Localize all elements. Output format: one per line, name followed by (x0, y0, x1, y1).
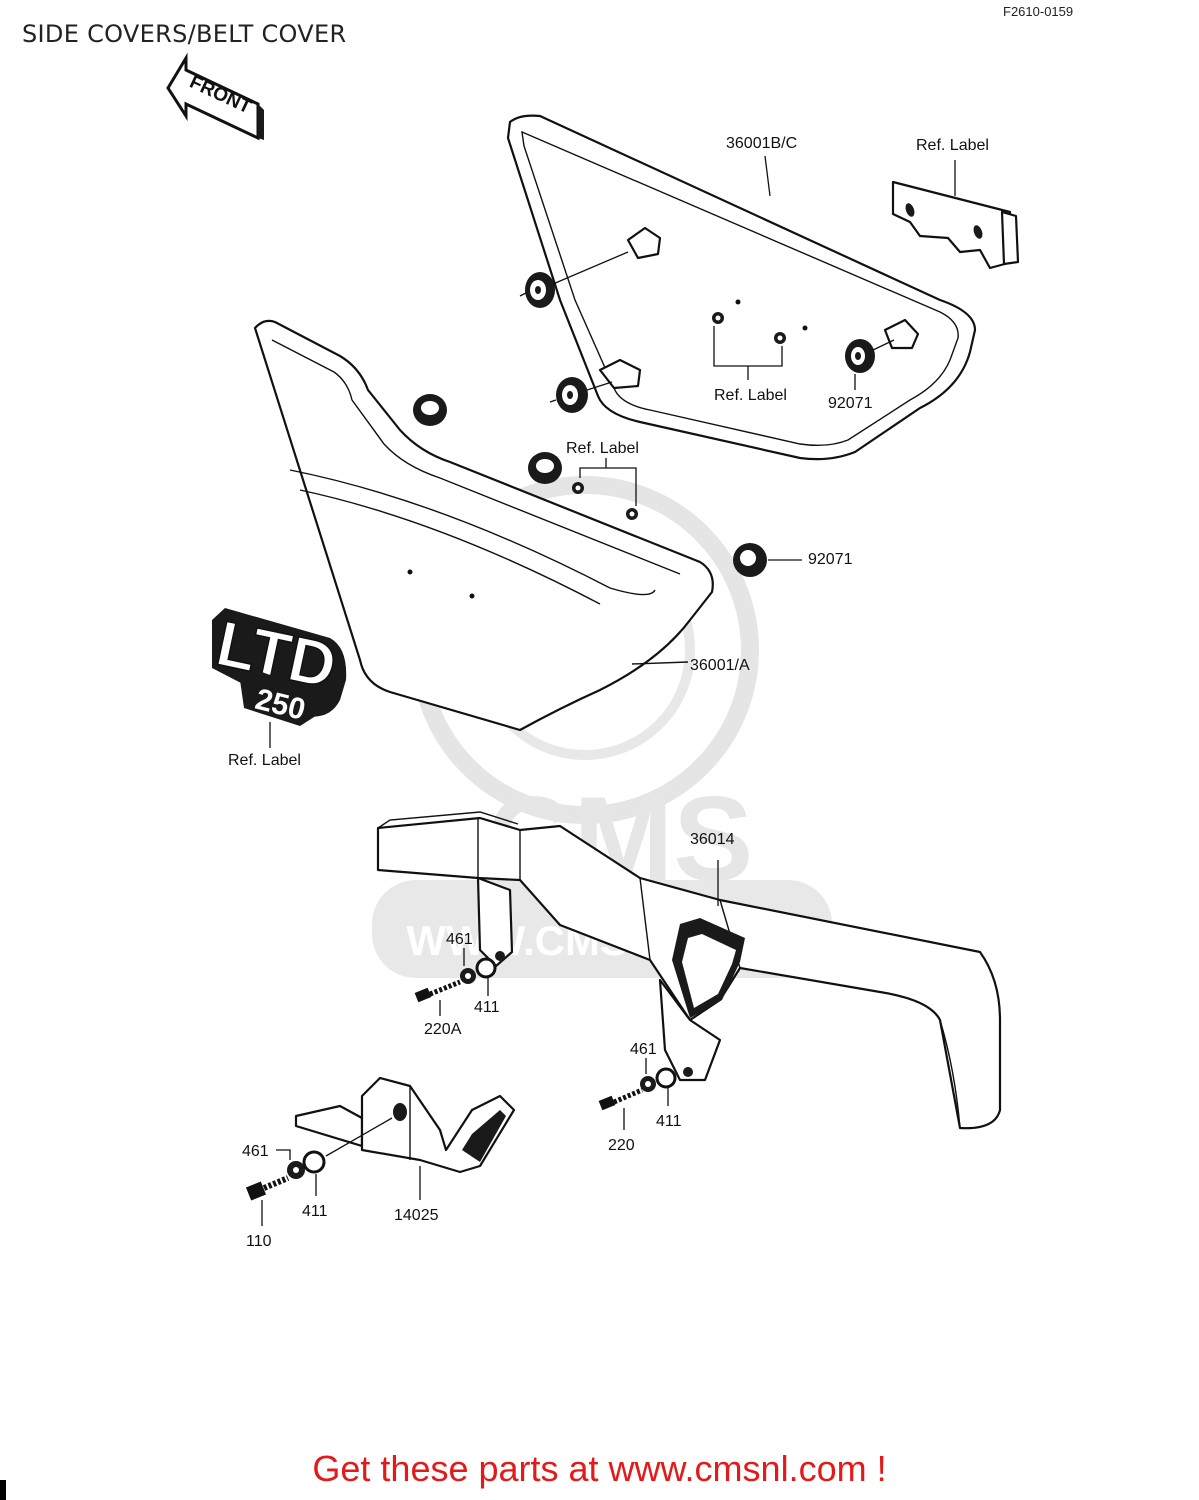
washer-411-c (302, 1150, 326, 1174)
nut-mid-right (626, 508, 638, 520)
bolt-220 (598, 1087, 643, 1111)
washer-461-c (287, 1161, 305, 1179)
grommet-middle (528, 452, 562, 484)
nut-inner-right (774, 332, 786, 344)
label-461-b: 461 (630, 1041, 657, 1058)
label-220a: 220A (424, 1021, 462, 1038)
label-411-a: 411 (474, 999, 500, 1016)
label-36001bc: 36001B/C (726, 135, 797, 152)
cover-bracket-14025 (294, 1076, 516, 1174)
nut-mid-left (572, 482, 584, 494)
label-411-c: 411 (302, 1203, 328, 1220)
ltd-emblem: LTD 250 (210, 606, 347, 727)
bolt-220a (414, 979, 461, 1003)
label-ref-mid: Ref. Label (566, 440, 639, 457)
label-220: 220 (608, 1137, 635, 1154)
label-461-a: 461 (446, 931, 473, 948)
label-36001a: 36001/A (690, 657, 750, 674)
promo-link[interactable]: Get these parts at www.cmsnl.com ! (312, 1448, 887, 1489)
label-ref-inner: Ref. Label (714, 387, 787, 404)
label-36014: 36014 (690, 831, 735, 848)
bolt-110 (245, 1175, 290, 1201)
washer-461-b (640, 1076, 656, 1092)
label-110: 110 (246, 1233, 272, 1250)
side-cover-left (253, 319, 714, 732)
label-14025: 14025 (394, 1207, 439, 1224)
label-92071-lower: 92071 (808, 551, 853, 568)
ref-label-bracket (891, 180, 1020, 270)
page-title: SIDE COVERS/BELT COVER (22, 20, 347, 48)
side-cover-right (506, 114, 977, 461)
grommet-upper-left (525, 272, 555, 308)
label-92071-upper: 92071 (828, 395, 873, 412)
washer-411-a (475, 957, 497, 979)
label-461-c: 461 (242, 1143, 269, 1160)
promo-banner: Get these parts at www.cmsnl.com ! (0, 1448, 1199, 1490)
corner-mark (0, 1480, 6, 1500)
label-ref-bracket: Ref. Label (916, 137, 989, 154)
washer-411-b (655, 1067, 677, 1089)
figure-code: F2610-0159 (1003, 4, 1074, 19)
grommet-upper (413, 394, 447, 426)
label-411-b: 411 (656, 1113, 682, 1130)
grommet-lower-left (556, 377, 588, 413)
belt-cover (376, 811, 1002, 1130)
grommet-92071-lower (733, 543, 767, 577)
grommet-92071-upper (845, 339, 875, 373)
washer-461-a (460, 968, 476, 984)
front-arrow-icon: FRONT (166, 52, 264, 141)
label-ref-emblem: Ref. Label (228, 752, 301, 769)
nut-inner-left (712, 312, 724, 324)
